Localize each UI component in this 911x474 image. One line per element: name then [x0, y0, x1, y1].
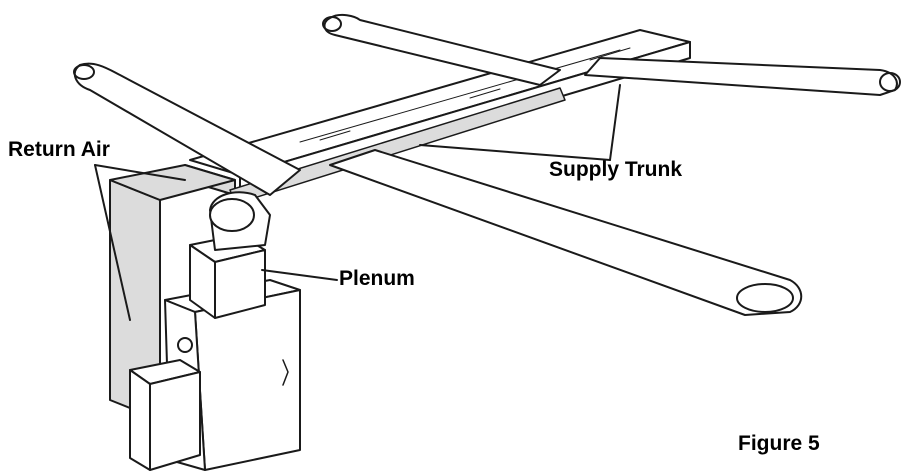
leader-return-air-top [94, 164, 186, 181]
label-supply-trunk: Supply Trunk [549, 158, 683, 181]
branch-duct-upper-left [73, 62, 301, 196]
branch-duct-lower-right [329, 149, 803, 316]
leader-return-air-down [94, 164, 131, 321]
label-plenum: Plenum [339, 267, 415, 290]
plenum-box [189, 234, 266, 319]
branch-duct-upper-middle [322, 13, 561, 86]
branch-duct-right [584, 57, 901, 96]
label-return-air: Return Air [8, 138, 110, 161]
leader-lines [94, 84, 621, 321]
leader-supply-trunk-up [609, 84, 621, 161]
return-air-duct [109, 87, 566, 421]
leader-plenum [261, 269, 338, 281]
plenum-collar [209, 191, 271, 251]
filter-box [129, 359, 201, 471]
leader-supply-trunk-left [419, 144, 611, 161]
figure-caption: Figure 5 [738, 432, 820, 455]
